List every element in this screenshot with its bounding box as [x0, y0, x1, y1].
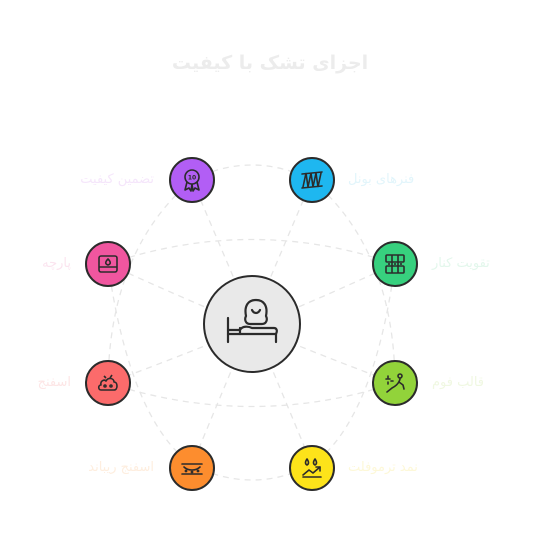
person-in-bed-icon: [226, 298, 278, 344]
node-quality-guarantee: 10: [169, 157, 215, 203]
node-label: تقویت کنار: [432, 256, 490, 271]
sponge-icon: [97, 374, 118, 391]
connector-curve: [191, 179, 313, 466]
node-label: نمد ترموفلت: [348, 460, 418, 475]
award-icon: 10: [184, 169, 200, 192]
node-label: تضمین کیفیت: [80, 172, 154, 187]
diagram-title: اجزای تشک با کیفیت: [171, 52, 369, 74]
connector-curve: [107, 382, 396, 408]
node-thermo-felt: [289, 445, 335, 491]
connector-curve: [107, 238, 396, 265]
node-fabric: [85, 241, 131, 287]
connector-curve: [311, 179, 396, 384]
node-foam-mold: [372, 360, 418, 406]
thermo-felt-icon: [302, 458, 322, 478]
edge-support-icon: [385, 254, 405, 274]
node-label: اسفنج: [37, 375, 71, 390]
center-node: [203, 275, 301, 373]
svg-text:10: 10: [188, 175, 196, 182]
spring-icon: [301, 171, 323, 189]
node-label: قالب فوم: [432, 375, 485, 390]
node-label: فنرهای بونل: [348, 172, 415, 187]
node-rebound-foam: [169, 445, 215, 491]
connector-curve: [107, 179, 193, 384]
node-edge-support: [372, 241, 418, 287]
fabric-roll-icon: [98, 255, 118, 273]
rebound-foam-icon: [181, 463, 203, 475]
node-bonnell-springs: [289, 157, 335, 203]
foam-mold-icon: [385, 373, 405, 393]
node-label: پارچه: [42, 256, 71, 271]
connector-curve: [191, 179, 313, 466]
node-label: اسفنج ریباند: [88, 460, 154, 475]
node-sponge: [85, 360, 131, 406]
